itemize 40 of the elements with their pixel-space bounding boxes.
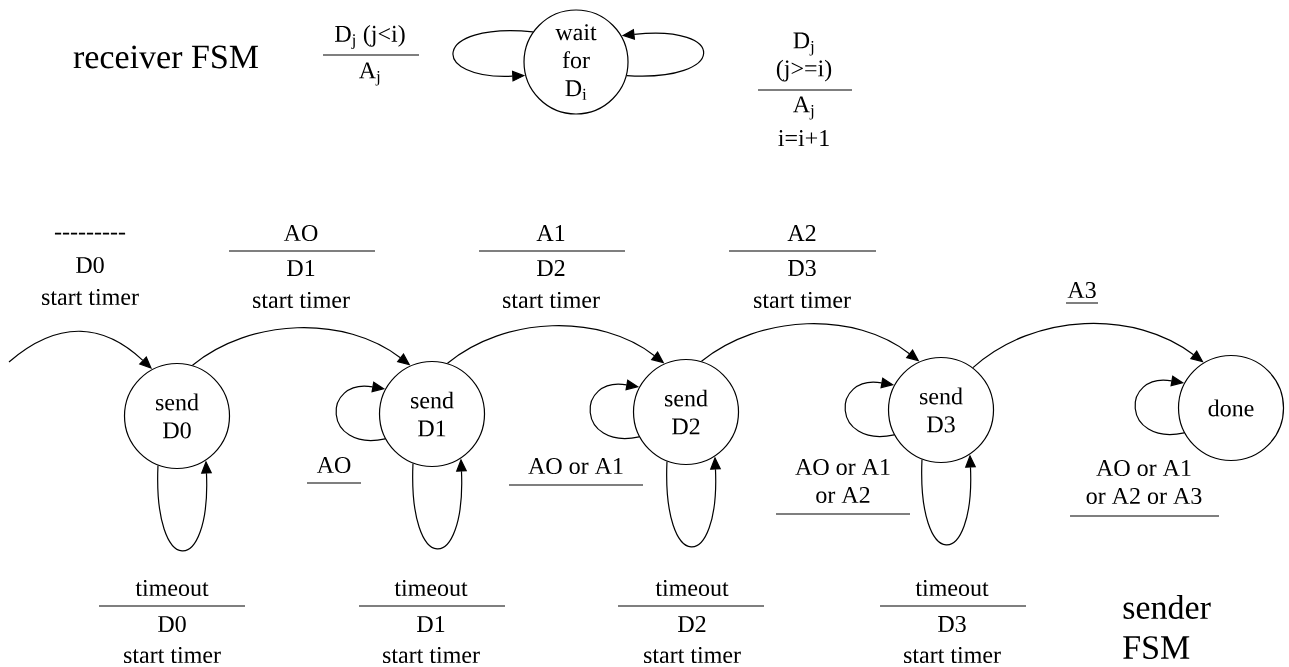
action-label: start timer <box>383 646 480 664</box>
action-label: D2 <box>678 616 706 632</box>
edge-label: A3 <box>1066 280 1098 300</box>
transition-arrow <box>335 381 386 442</box>
edge-label: AO <box>315 455 353 475</box>
action-label: D2 <box>537 260 565 276</box>
edge-label: A2 <box>786 224 818 242</box>
fsm-label: receiver FSM <box>73 45 258 69</box>
fsm-label: sender FSM <box>1123 595 1211 659</box>
edge-label: --------- <box>53 231 127 241</box>
action-label: A$_{j}$ <box>793 96 814 120</box>
action-label: start timer <box>904 646 1001 664</box>
transition-arrow <box>844 377 895 438</box>
action-label: i=i+1 <box>778 130 829 146</box>
action-label: D0 <box>158 615 186 633</box>
action-label: start timer <box>503 291 600 309</box>
edge-label: timeout <box>134 578 210 598</box>
edge-label: timeout <box>914 578 990 598</box>
edge-label: AO or A1 <box>527 456 625 476</box>
action-label: start timer <box>42 288 139 306</box>
action-label: D1 <box>287 260 315 276</box>
edge-label: D$_{j}$ (j>=i) <box>772 31 836 83</box>
edge-label: timeout <box>393 578 469 598</box>
edge-label: AO <box>282 223 320 243</box>
transition-arrow <box>972 322 1204 369</box>
transition-arrow <box>589 379 640 440</box>
action-label: A$_{j}$ <box>359 62 380 86</box>
action-label: start timer <box>754 291 851 309</box>
action-label: D3 <box>788 259 816 277</box>
edge-label: A1 <box>535 224 567 242</box>
action-label: D1 <box>417 616 445 632</box>
edge-label: D$_{j}$ (j<i) <box>333 24 407 50</box>
transition-arrow <box>452 30 534 82</box>
action-label: D0 <box>76 256 104 274</box>
edge-label: timeout <box>654 578 730 598</box>
action-label: start timer <box>124 646 221 664</box>
action-label: start timer <box>644 646 741 664</box>
action-label: D3 <box>938 615 966 633</box>
transition-arrow <box>1134 375 1185 436</box>
action-label: start timer <box>253 291 350 309</box>
